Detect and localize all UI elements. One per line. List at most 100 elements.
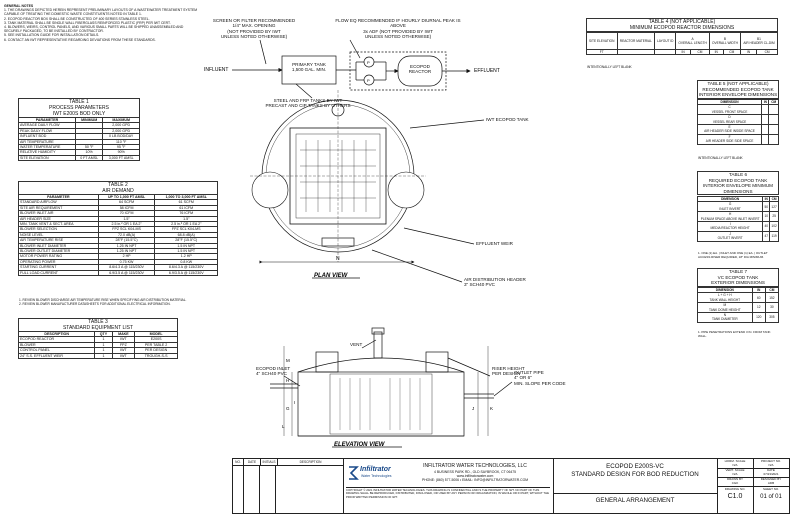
table5-title: TABLE 5 (NOT APPLICABLE) RECOMMENDED ECO… <box>697 80 779 99</box>
table-cell: 119 <box>769 230 779 242</box>
table6-header-cell: DIMENSION <box>696 195 764 203</box>
table4-unit-cell: IN <box>740 48 758 56</box>
table-cell: PER DESIGN <box>134 347 178 354</box>
table5-header-cell: CM <box>768 98 779 106</box>
table-cell: 1.25 IN NPT <box>97 248 156 255</box>
table-cell: 2,000 GPD <box>102 127 140 135</box>
table1-header-cell: MAXIMUM <box>102 116 140 124</box>
table2-note: 1. REVIEW BLOWER DISCHARGE AIR TEMPERATU… <box>19 298 187 302</box>
plan-riser-inlet <box>251 171 289 209</box>
table-cell: 70 ICFM <box>97 210 156 217</box>
dim-i: I <box>294 400 295 405</box>
dim-l: L <box>282 424 285 429</box>
table-cell: 1.5" <box>97 215 156 223</box>
table-cell: 1.25 IN NPT <box>97 242 156 250</box>
effluent-weir-label: EFFLUENT WEIR <box>476 241 513 246</box>
table-cell: 58 ICFM <box>97 204 156 212</box>
pump-1-label: P <box>367 60 370 65</box>
table3-title: TABLE 3 STANDARD EQUIPMENT LIST <box>18 318 178 332</box>
drawn-by-label: DRAWN BY <box>726 477 744 481</box>
drawn-by-value: CGK <box>731 480 739 485</box>
plan-riser-outlet <box>387 171 425 209</box>
table-cell: 1.5 IN NPT <box>154 248 218 255</box>
dim-j: J <box>472 406 474 411</box>
table-cell: 1 <box>94 336 113 343</box>
general-notes-title: GENERAL NOTES <box>4 4 34 8</box>
logo-mark-icon <box>349 466 359 480</box>
table6-note: 1. ONE (1) EA. | INLET AND ONE (1) EA. |… <box>698 251 768 259</box>
drawing-title: ECOPOD E200S-VC STANDARD DESIGN FOR BOD … <box>571 463 699 478</box>
note-item: 6. CONTACT AN IWT REPRESENTATIVE REGARDI… <box>4 37 156 42</box>
table-cell <box>768 133 779 145</box>
table-cell: 1.5" <box>154 215 218 223</box>
vert-scale-label: VERT. SCALE <box>725 468 745 472</box>
copyright-notice: COPYRIGHT © 2021 INFILTRATOR WATER TECHN… <box>346 487 550 499</box>
table-cell: 47 <box>762 230 771 242</box>
table-cell: 61 ICFM <box>154 204 218 212</box>
table2-header-cell: 1,000 TO 3,000 FT AMSL <box>154 193 218 201</box>
table-cell: FPZ SCL K04-MS <box>154 226 218 233</box>
revision-block: NO. DATE INITIALS DESCRIPTION <box>233 459 344 513</box>
table-cell: 3,000 FT AMSL <box>102 154 140 162</box>
title-block: NO. DATE INITIALS DESCRIPTION Infiltrato… <box>232 458 790 514</box>
dim-k: K <box>490 406 493 411</box>
riser-label: RISER HEIGHT PER DESIGN <box>492 366 525 377</box>
pump-2-label: P <box>367 78 370 83</box>
primary-tank-box <box>281 55 337 85</box>
rev-date-header: DATE <box>244 459 261 465</box>
sheet-name: GENERAL ARRANGEMENT <box>595 497 675 504</box>
table-cell: TROUGH-S-S <box>134 352 178 360</box>
table4-unit-cell: CM <box>756 48 778 56</box>
elevation-view-label: ELEVATION VIEW <box>334 442 386 448</box>
table6-header-cell: CM <box>769 195 779 203</box>
company-web: www.infiltratorwater.com <box>456 474 494 478</box>
table-row: F AIR HEADER SIDE SIDE SPACE <box>696 133 779 145</box>
table-cell: 1 <box>94 341 113 349</box>
horiz-scale-label: HORIZ. SCALE <box>724 459 746 463</box>
table-cell: 1.5 IN NPT <box>154 242 218 250</box>
vent-label: VENT <box>350 342 363 347</box>
steel-note: STEEL AND FRP TANKS BY IWT PRECAST AND C… <box>265 98 351 109</box>
plan-view-label: PLAN VIEW <box>314 273 349 279</box>
table-cell: 1 <box>94 347 113 354</box>
sheet-no-value: 01 of 01 <box>760 493 782 500</box>
table-cell: PER TABLE 2 <box>134 341 178 349</box>
drawing-title-block: ECOPOD E200S-VC STANDARD DESIGN FOR BOD … <box>553 459 718 513</box>
table-cell: 68.8 dB(A) <box>154 231 218 239</box>
dim-n-label: N <box>336 256 340 262</box>
table-cell: 0 FT AMSL <box>74 154 104 162</box>
table-cell: 305 <box>764 312 780 323</box>
table-cell: 1 <box>94 352 113 360</box>
table7-note: 1. PIPE PENETRATIONS EXTEND 3 IN. FROM T… <box>698 330 771 338</box>
table-cell: 61 SCFM <box>154 199 218 206</box>
table2-notes: 1. REVIEW BLOWER DISCHARGE AIR TEMPERATU… <box>19 298 217 306</box>
drawing-no-value: C1.0 <box>727 492 743 500</box>
primary-tank-label: PRIMARY TANK 1,500 GAL. MIN. <box>291 62 327 73</box>
table-cell: 8.6/4.3 A @ 115/230V <box>154 264 218 271</box>
outlet-pipe-label: OUTLET PIPE 4" OR 6" MIN. SLOPE PER CODE <box>514 370 566 386</box>
general-notes: GENERAL NOTES 1. THE DRAWINGS DEPICTED H… <box>4 4 202 42</box>
table6-header-cell: IN <box>762 195 771 203</box>
table4-title: TABLE 4 (NOT APPLICABLE) MINIMUM ECOPOD … <box>586 18 778 32</box>
table4-unit-cell <box>654 48 677 56</box>
table6-title: TABLE 6 REQUIRED ECOPOD TANK INTERIOR EN… <box>697 171 779 196</box>
elevation-outlet-riser <box>425 351 449 373</box>
sheet-no-label: SHEET NO. <box>762 487 780 491</box>
